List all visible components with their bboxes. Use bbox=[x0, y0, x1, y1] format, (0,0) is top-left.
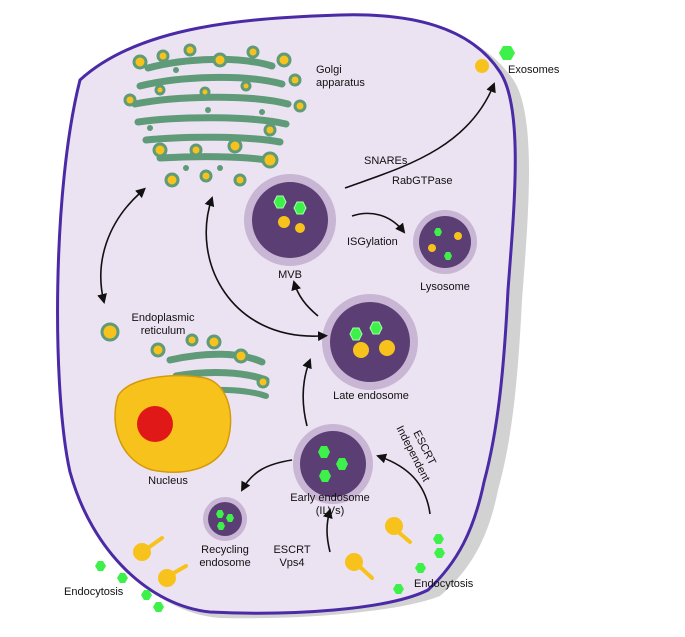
isgylation-label: ISGylation bbox=[347, 236, 398, 248]
arrow-late-to-mvb bbox=[291, 280, 319, 317]
arrow-early-to-recycling bbox=[241, 459, 293, 492]
late-endosome-vesicle bbox=[322, 294, 418, 390]
exosomes-label: Exosomes bbox=[508, 64, 560, 76]
arrow-golgi-er bbox=[97, 187, 146, 304]
nucleus-label: Nucleus bbox=[148, 475, 188, 487]
pathway-arrows bbox=[97, 82, 496, 553]
recycling-endosome-label: Recycling endosome bbox=[199, 544, 251, 569]
arrow-escrt-vps4 bbox=[322, 508, 333, 553]
lysosome-vesicle bbox=[413, 210, 477, 274]
nucleolus bbox=[137, 406, 173, 442]
rabgtpase-label: RabGTPase bbox=[392, 175, 453, 187]
arrow-mvb-to-lysosome bbox=[351, 212, 406, 234]
endocytosis-left-label: Endocytosis bbox=[64, 586, 124, 598]
endocytosis-right-label: Endocytosis bbox=[414, 578, 474, 590]
escrt-vps4-label: ESCRT Vps4 bbox=[273, 544, 311, 569]
lysosome-label: Lysosome bbox=[420, 281, 470, 293]
membrane-receptors bbox=[133, 517, 412, 587]
mvb-label: MVB bbox=[278, 269, 302, 281]
early-endosome-label: Early endosome (ILVs) bbox=[290, 492, 370, 517]
arrow-early-to-late bbox=[302, 358, 312, 427]
late-endosome-label: Late endosome bbox=[333, 390, 409, 402]
er-label: Endoplasmic reticulum bbox=[131, 312, 195, 337]
mvb-vesicle bbox=[244, 174, 336, 266]
golgi-small-vesicles bbox=[147, 67, 265, 171]
arrow-mvb-to-exosomes bbox=[344, 82, 496, 189]
exosome-particles bbox=[475, 46, 515, 73]
arrow-late-to-golgi bbox=[204, 196, 328, 342]
golgi-vesicles bbox=[123, 43, 307, 188]
early-endosome-vesicle bbox=[293, 424, 373, 504]
recycling-endosome-vesicle bbox=[203, 497, 247, 541]
golgi-label: Golgi apparatus bbox=[316, 64, 365, 89]
golgi-apparatus bbox=[131, 55, 292, 164]
extracellular-cargo bbox=[95, 534, 445, 612]
arrow-escrt-independent bbox=[376, 453, 431, 515]
snares-label: SNAREs bbox=[364, 155, 408, 167]
